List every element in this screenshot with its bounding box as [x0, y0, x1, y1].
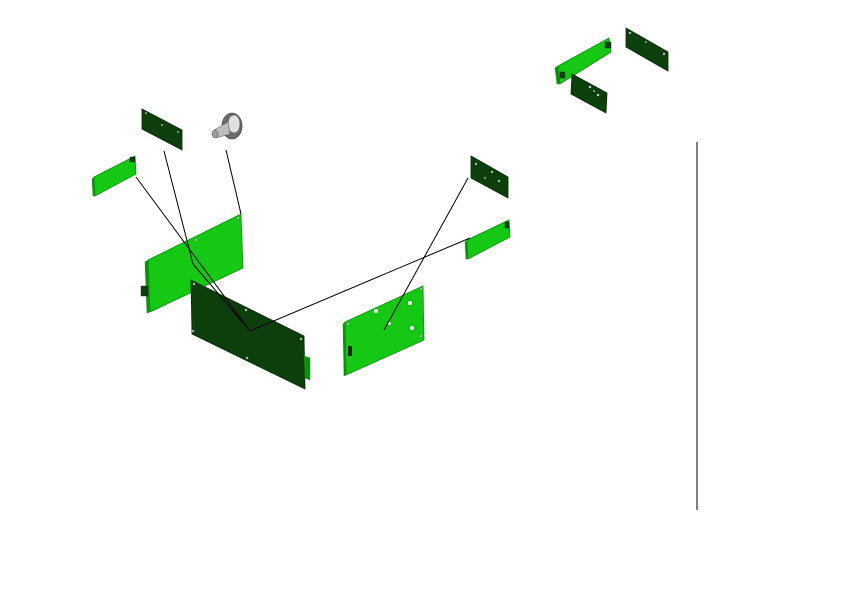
board-right-small-dark: [470, 155, 509, 199]
leader-line: [192, 263, 251, 332]
board-upper-left-dark: [141, 108, 183, 151]
rotary-knob-icon: [211, 112, 243, 140]
leader-line: [249, 237, 471, 332]
board-left-small-light: [91, 155, 137, 197]
board-center-right-light: [342, 285, 425, 377]
board-main-large-light: [140, 213, 244, 314]
board-right-small-light: [464, 219, 511, 260]
leader-line: [163, 150, 194, 265]
board-top-right-dark-small: [570, 73, 608, 114]
board-top-right-dark-rear: [625, 27, 669, 72]
leader-lines: [135, 149, 471, 332]
leader-line: [383, 177, 469, 331]
leader-line: [225, 149, 242, 215]
board-main-large-dark: [190, 279, 311, 390]
board-top-right-light: [554, 37, 612, 85]
leader-line: [135, 176, 251, 332]
